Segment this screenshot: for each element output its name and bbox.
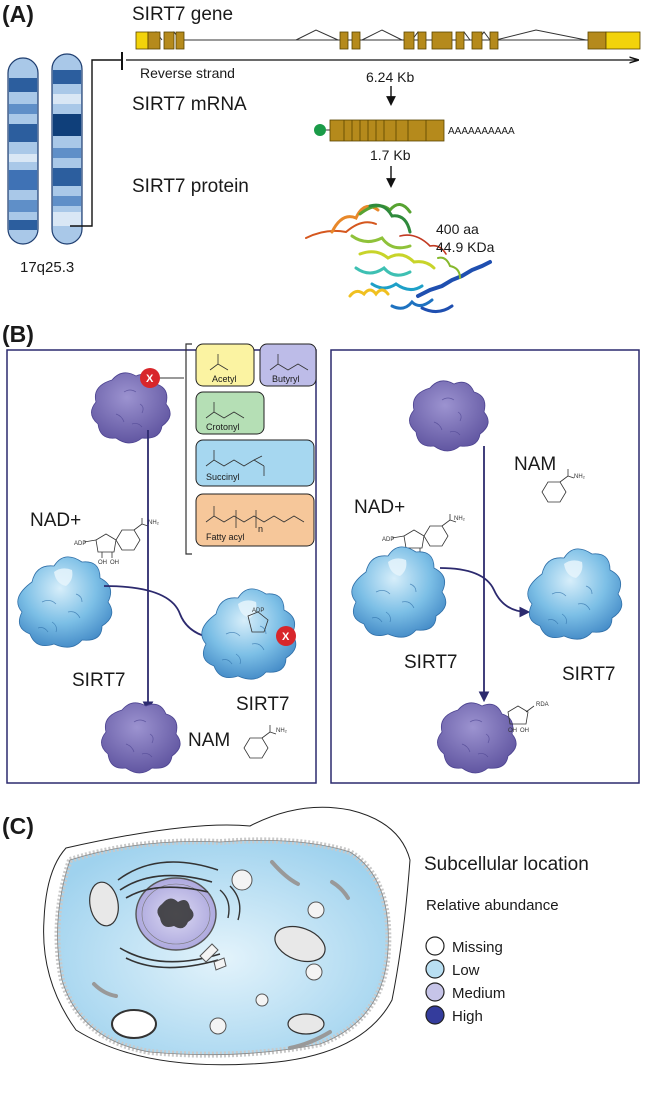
chromosome-left: [7, 57, 39, 245]
acyl-label-succinyl: Succinyl: [206, 472, 240, 482]
gene-title: SIRT7 gene: [132, 4, 233, 25]
x-badge-icon: [140, 368, 160, 388]
mrna-title: SIRT7 mRNA: [132, 94, 247, 115]
locus-label: 17q25.3: [20, 259, 74, 276]
adp-label-left: ADP: [74, 541, 86, 547]
chromosome-right: [51, 53, 83, 245]
protein-ribbon: [305, 203, 492, 313]
adp-ribosylated-protein: [437, 702, 517, 774]
reaction-left-box: [6, 349, 317, 784]
adp-label-product: ADP: [252, 608, 264, 614]
legend-label-missing: Missing: [452, 939, 503, 956]
vacuole: [111, 1009, 157, 1039]
nad-molecule-left: [83, 517, 149, 559]
mrna-polya: AAAAAAAAAA: [448, 126, 515, 137]
nam-molecule-left: [243, 724, 277, 759]
oh-label-rda-1: OH: [508, 728, 517, 734]
sirt7-enzyme-right-product: [527, 548, 623, 640]
mitochondrion-3: [287, 1013, 325, 1035]
panel-b-label: (B): [2, 321, 34, 347]
legend-swatch-medium: [425, 982, 445, 1002]
acyl-label-acetyl: Acetyl: [212, 374, 237, 384]
oh-label-rda-2: OH: [520, 728, 529, 734]
mitochondrion-1: [89, 881, 119, 927]
nad-label-right: NAD+: [354, 497, 405, 518]
sirt7-enzyme-left: [17, 556, 113, 648]
legend-swatch-high: [425, 1005, 445, 1025]
nh2-label-nam-right: NH₂: [574, 474, 586, 480]
protein-title: SIRT7 protein: [132, 176, 249, 197]
panel-c-label: (C): [2, 813, 34, 839]
nam-label-left: NAM: [188, 730, 230, 751]
legend-swatch-low: [425, 959, 445, 979]
legend-subtitle: Relative abundance: [426, 897, 559, 914]
nh2-label-nam-left: NH₂: [276, 728, 288, 734]
mrna-structure: [314, 119, 445, 142]
protein-aa-label: 400 aa: [436, 221, 479, 237]
x-badge-product-icon: [276, 626, 296, 646]
nh2-label-left: NH₂: [148, 520, 160, 526]
nad-label-left: NAD+: [30, 510, 81, 531]
nam-label-right: NAM: [514, 454, 556, 475]
x-badge-label: X: [146, 373, 154, 385]
locus-pointer-line: [70, 59, 122, 227]
sirt7-label-right-product: SIRT7: [562, 664, 616, 685]
legend-label-high: High: [452, 1008, 483, 1025]
cell-illustration: [43, 806, 411, 1066]
reverse-strand-label: Reverse strand: [140, 65, 235, 81]
acyl-group-list: Acetyl Butyryl Crotonyl Succinyl n Fatty…: [195, 343, 317, 547]
legend-label-low: Low: [452, 962, 480, 979]
adp-label-right: ADP: [382, 537, 394, 543]
protein-mass-label: 44.9 KDa: [436, 239, 495, 255]
legend-title: Subcellular location: [424, 854, 589, 875]
oh-label-left-1: OH: [98, 560, 107, 566]
acyl-label-butyryl: Butyryl: [272, 374, 300, 384]
reaction-arrow-right-curve: [439, 567, 531, 618]
acyl-label-crotonyl: Crotonyl: [206, 422, 240, 432]
sirt7-label-left: SIRT7: [72, 670, 126, 691]
reaction-right-box: [330, 349, 640, 784]
sirt7-enzyme-right: [351, 546, 447, 638]
fatty-acyl-n: n: [258, 524, 263, 534]
nh2-label-right: NH₂: [454, 516, 466, 522]
oh-label-left-2: OH: [110, 560, 119, 566]
legend-label-medium: Medium: [452, 985, 505, 1002]
acyl-label-fatty-acyl: Fatty acyl: [206, 532, 245, 542]
gene-structure: [135, 29, 641, 50]
sirt7-label-right: SIRT7: [404, 652, 458, 673]
mrna-cap-icon: [314, 124, 326, 136]
legend-swatch-missing: [425, 936, 445, 956]
deacylated-protein: [101, 702, 181, 774]
acyl-bracket: [185, 343, 192, 555]
legend-items: Missing Low Medium High: [425, 936, 505, 1025]
mrna-length-label: 1.7 Kb: [370, 147, 411, 163]
sirt7-label-product: SIRT7: [236, 694, 290, 715]
panel-a-label: (A): [2, 1, 34, 27]
rda-label: RDA: [536, 702, 549, 708]
substrate-protein-right: [409, 380, 489, 452]
mitochondrion-2: [274, 925, 326, 963]
gene-length-label: 6.24 Kb: [366, 69, 414, 85]
x-badge-product-label: X: [282, 631, 290, 643]
